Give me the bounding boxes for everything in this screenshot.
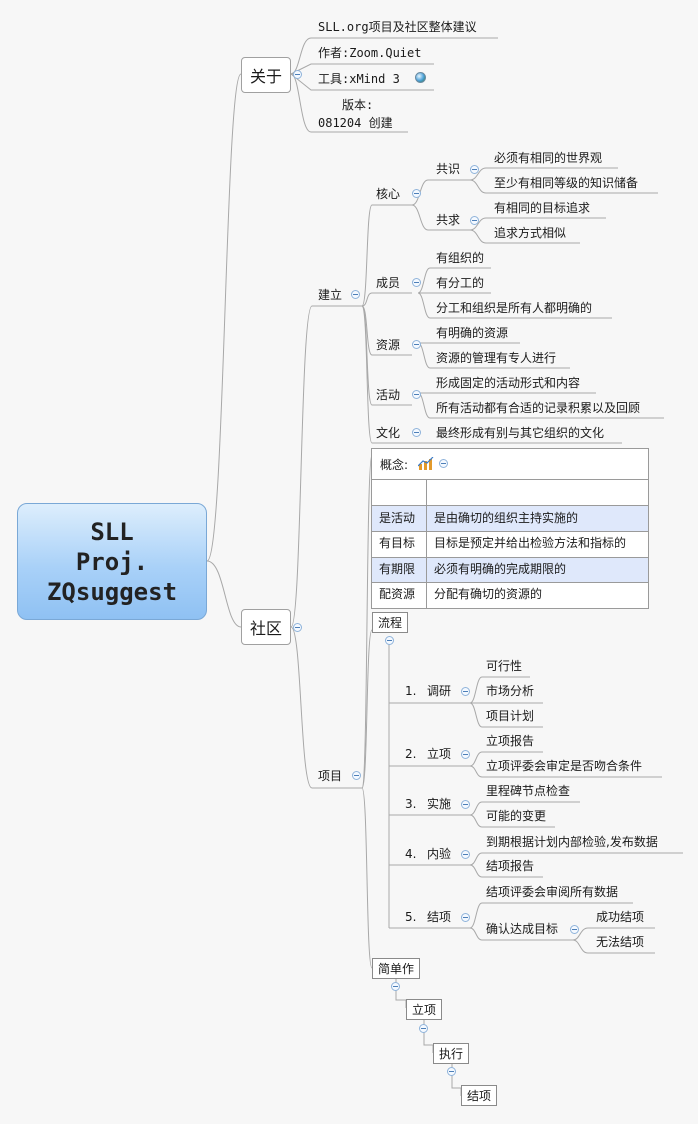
consensus-item-2: 至少有相同等级的知识储备 bbox=[494, 176, 639, 190]
step-2-item-1: 立项报告 bbox=[486, 734, 535, 748]
concept-key-1: 是活动 bbox=[379, 511, 416, 525]
concept-value-3: 必须有明确的完成期限的 bbox=[434, 562, 567, 576]
root-title: SLL Proj. ZQsuggest bbox=[46, 517, 178, 606]
simple-chain-2[interactable]: 执行 bbox=[433, 1043, 469, 1064]
collapse-toggle-icon[interactable] bbox=[470, 216, 479, 225]
collapse-toggle-icon[interactable] bbox=[439, 459, 448, 468]
concept-value-2: 目标是预定并给出检验方法和指标的 bbox=[434, 536, 627, 550]
common-goal-item-1: 有相同的目标追求 bbox=[494, 201, 591, 215]
common-goal-label: 共求 bbox=[436, 213, 461, 227]
concept-table: 概念: 是活动 是由确切的组织主持实施的 有目标 目标是预定并给出检验方法和指标… bbox=[371, 448, 649, 609]
process-label: 流程 bbox=[377, 616, 402, 630]
collapse-toggle-icon[interactable] bbox=[412, 428, 421, 437]
members-label: 成员 bbox=[376, 276, 401, 290]
simple-label: 简单作 bbox=[377, 962, 414, 976]
members-item-1: 有组织的 bbox=[436, 251, 485, 265]
resources-label: 资源 bbox=[376, 338, 401, 352]
collapse-toggle-icon[interactable] bbox=[447, 1067, 456, 1076]
topic-community-label: 社区 bbox=[249, 619, 282, 638]
topic-community[interactable]: 社区 bbox=[241, 609, 291, 645]
step-3-item-2: 可能的变更 bbox=[486, 809, 547, 823]
step-3-num: 3. bbox=[405, 797, 417, 811]
simple-box[interactable]: 简单作 bbox=[372, 958, 420, 979]
step-1-item-2: 市场分析 bbox=[486, 684, 535, 698]
culture-item-1: 最终形成有别与其它组织的文化 bbox=[436, 426, 605, 440]
collapse-toggle-icon[interactable] bbox=[570, 925, 579, 934]
members-item-2: 有分工的 bbox=[436, 276, 485, 290]
about-version-label: 版本: bbox=[342, 98, 374, 112]
collapse-toggle-icon[interactable] bbox=[461, 850, 470, 859]
step-2-num: 2. bbox=[405, 747, 417, 761]
step-5-item-1: 结项评委会审阅所有数据 bbox=[486, 885, 619, 899]
step-5-sub-1: 成功结项 bbox=[596, 910, 645, 924]
step-1-item-1: 可行性 bbox=[486, 659, 523, 673]
about-item-1: SLL.org项目及社区整体建议 bbox=[318, 20, 477, 34]
process-box[interactable]: 流程 bbox=[372, 612, 408, 633]
collapse-toggle-icon[interactable] bbox=[412, 340, 421, 349]
core-label: 核心 bbox=[376, 187, 401, 201]
collapse-toggle-icon[interactable] bbox=[461, 913, 470, 922]
activities-item-1: 形成固定的活动形式和内容 bbox=[436, 376, 581, 390]
collapse-toggle-icon[interactable] bbox=[412, 390, 421, 399]
step-1-label: 调研 bbox=[427, 684, 452, 698]
about-item-3: 工具:xMind 3 bbox=[318, 72, 400, 86]
step-2-item-2: 立项评委会审定是否吻合条件 bbox=[486, 759, 643, 773]
concept-label: 概念: bbox=[380, 458, 409, 472]
simple-chain-3-label: 结项 bbox=[466, 1089, 491, 1103]
collapse-toggle-icon[interactable] bbox=[412, 189, 421, 198]
about-version-value: 081204 创建 bbox=[318, 116, 393, 130]
activities-item-2: 所有活动都有合适的记录积累以及回顾 bbox=[436, 401, 641, 415]
resources-item-2: 资源的管理有专人进行 bbox=[436, 351, 557, 365]
members-item-3: 分工和组织是所有人都明确的 bbox=[436, 301, 593, 315]
step-4-label: 内验 bbox=[427, 847, 452, 861]
earth-globe-icon bbox=[415, 72, 426, 83]
step-1-item-3: 项目计划 bbox=[486, 709, 535, 723]
step-4-item-2: 结项报告 bbox=[486, 859, 535, 873]
collapse-toggle-icon[interactable] bbox=[461, 687, 470, 696]
simple-chain-1-label: 立项 bbox=[411, 1003, 436, 1017]
topic-about-label: 关于 bbox=[249, 67, 282, 86]
collapse-toggle-icon[interactable] bbox=[461, 800, 470, 809]
step-5-sub-2: 无法结项 bbox=[596, 935, 645, 949]
simple-chain-1[interactable]: 立项 bbox=[406, 999, 442, 1020]
concept-value-1: 是由确切的组织主持实施的 bbox=[434, 511, 579, 525]
collapse-toggle-icon[interactable] bbox=[385, 636, 394, 645]
concept-key-3: 有期限 bbox=[379, 562, 416, 576]
collapse-toggle-icon[interactable] bbox=[419, 1024, 428, 1033]
build-label: 建立 bbox=[318, 288, 343, 302]
simple-chain-2-label: 执行 bbox=[438, 1047, 463, 1061]
collapse-toggle-icon[interactable] bbox=[391, 982, 400, 991]
common-goal-item-2: 追求方式相似 bbox=[494, 226, 567, 240]
concept-value-4: 分配有确切的资源的 bbox=[434, 587, 543, 601]
topic-about[interactable]: 关于 bbox=[241, 57, 291, 93]
consensus-item-1: 必须有相同的世界观 bbox=[494, 151, 603, 165]
project-label: 项目 bbox=[318, 769, 343, 783]
step-4-item-1: 到期根据计划内部检验,发布数据 bbox=[486, 835, 658, 849]
concept-key-4: 配资源 bbox=[379, 587, 416, 601]
step-5-num: 5. bbox=[405, 910, 417, 924]
step-1-num: 1. bbox=[405, 684, 417, 698]
collapse-toggle-icon[interactable] bbox=[352, 771, 361, 780]
collapse-toggle-icon[interactable] bbox=[470, 165, 479, 174]
step-5-item-2: 确认达成目标 bbox=[486, 922, 559, 936]
collapse-toggle-icon[interactable] bbox=[461, 750, 470, 759]
collapse-toggle-icon[interactable] bbox=[293, 70, 302, 79]
step-3-item-1: 里程碑节点检查 bbox=[486, 784, 571, 798]
chart-icon bbox=[418, 457, 434, 470]
root-topic[interactable]: SLL Proj. ZQsuggest bbox=[17, 503, 207, 620]
collapse-toggle-icon[interactable] bbox=[351, 290, 360, 299]
consensus-label: 共识 bbox=[436, 162, 461, 176]
collapse-toggle-icon[interactable] bbox=[412, 278, 421, 287]
step-2-label: 立项 bbox=[427, 747, 452, 761]
step-5-label: 结项 bbox=[427, 910, 452, 924]
step-4-num: 4. bbox=[405, 847, 417, 861]
resources-item-1: 有明确的资源 bbox=[436, 326, 509, 340]
concept-key-2: 有目标 bbox=[379, 536, 416, 550]
activities-label: 活动 bbox=[376, 388, 401, 402]
about-item-2: 作者:Zoom.Quiet bbox=[318, 46, 422, 60]
simple-chain-3[interactable]: 结项 bbox=[461, 1085, 497, 1106]
culture-label: 文化 bbox=[376, 426, 401, 440]
collapse-toggle-icon[interactable] bbox=[293, 623, 302, 632]
step-3-label: 实施 bbox=[427, 797, 452, 811]
